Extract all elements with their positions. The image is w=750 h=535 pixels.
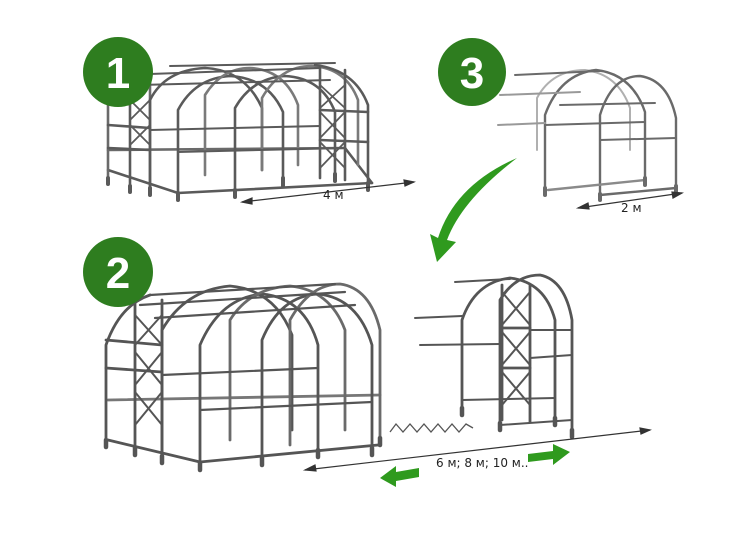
arrow-right-icon: [528, 444, 570, 465]
step-badge-1: 1: [83, 37, 153, 107]
greenhouse-end-section: [414, 273, 575, 440]
step-badge-2: 2: [83, 237, 153, 307]
greenhouse-extension-2m: [497, 68, 678, 202]
step-badge-3: 3: [438, 38, 506, 106]
dimension-line-4m: [239, 179, 416, 205]
step-number-1: 1: [106, 49, 130, 98]
arrow-left-icon: [380, 466, 419, 487]
step-number-2: 2: [106, 249, 130, 298]
dimension-label-2m: 2 м: [621, 201, 642, 215]
step-number-3: 3: [460, 49, 484, 98]
curved-arrow-icon: [430, 158, 517, 262]
break-symbol: [389, 422, 474, 433]
dimension-label-extended: 6 м; 8 м; 10 м..: [436, 456, 528, 470]
dimension-label-4m: 4 м: [323, 188, 344, 202]
dimension-line-extended: [302, 427, 652, 472]
greenhouse-frame-extended: [103, 282, 383, 473]
dimension-line-2m: [575, 191, 684, 210]
